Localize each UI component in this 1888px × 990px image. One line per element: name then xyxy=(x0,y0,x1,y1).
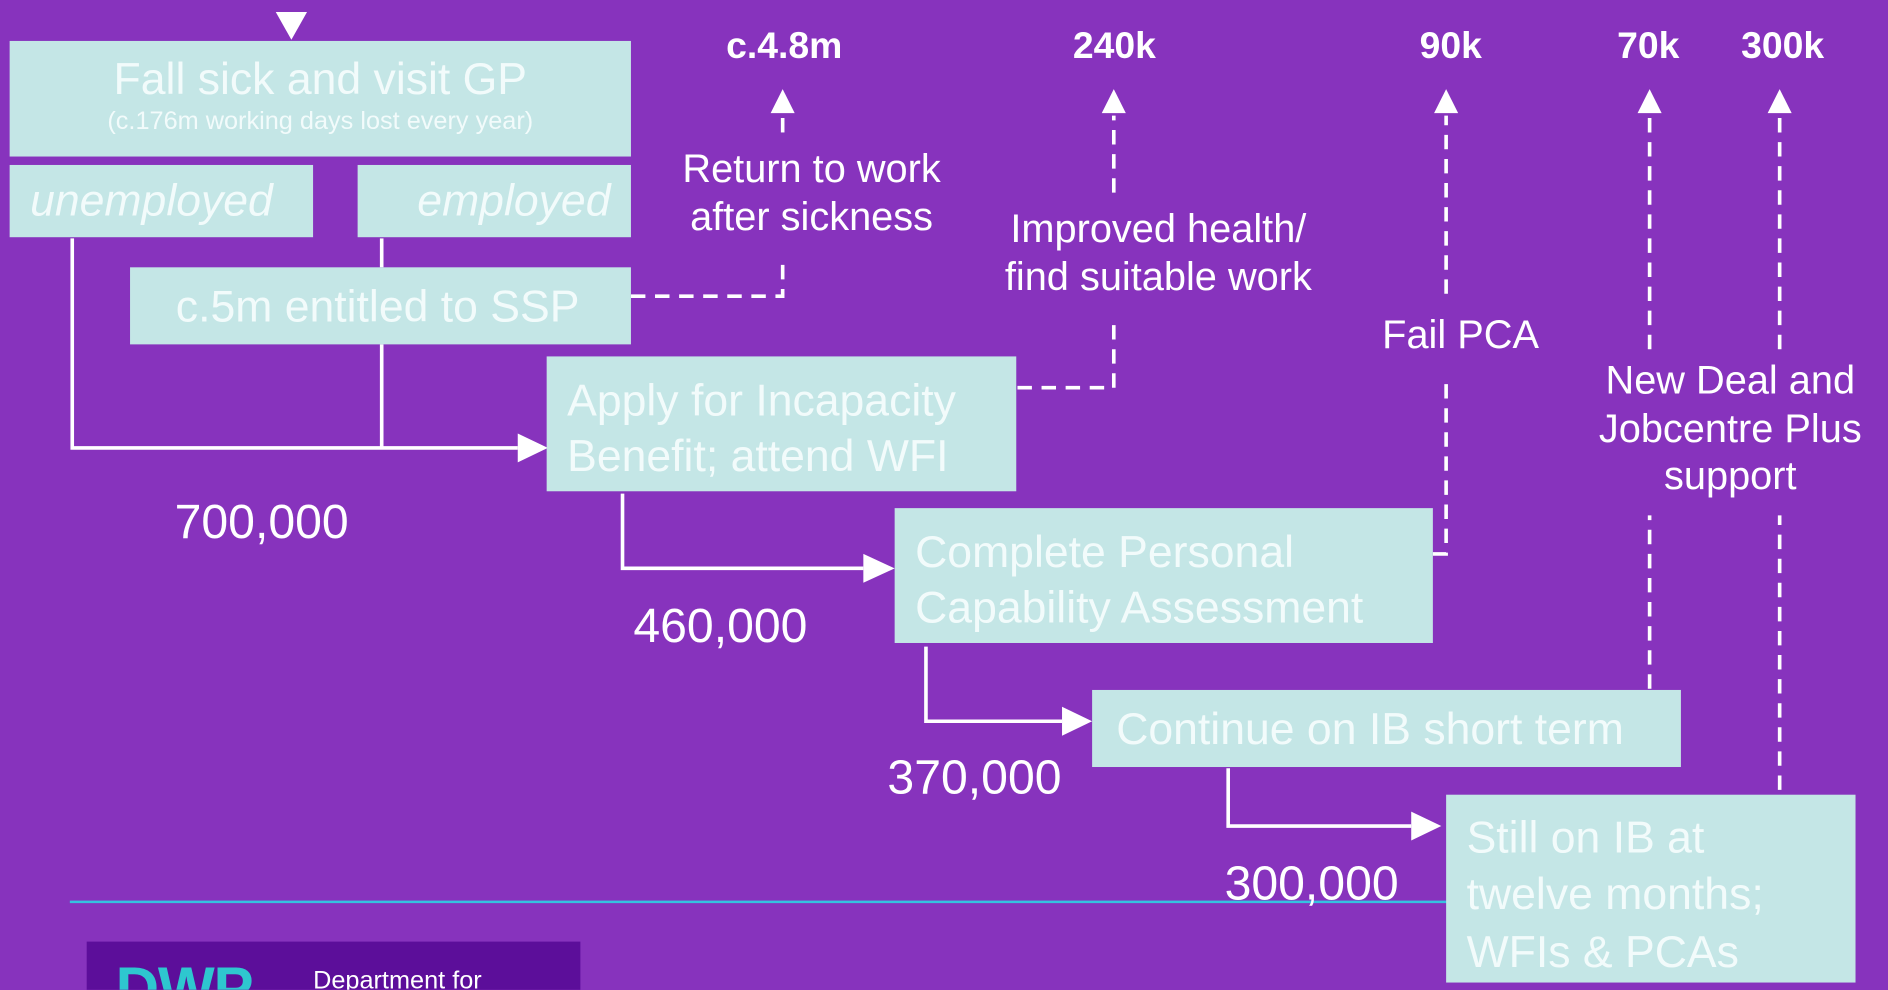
arrowhead-to-short-term xyxy=(1062,706,1093,736)
fall-sick-box: Fall sick and visit GP (c.176m working d… xyxy=(9,40,631,157)
short-term-to-twelve-months-line xyxy=(1226,768,1412,828)
stat-improved-health: 240k xyxy=(1072,24,1156,67)
pca-box: Complete Personal Capability Assessment xyxy=(894,508,1433,643)
new-deal-line-2: Jobcentre Plus xyxy=(1598,405,1862,450)
up-arrow-return-to-work xyxy=(770,89,795,114)
return-to-work-label: Return to work after sickness xyxy=(655,144,968,239)
ib-short-term-label: Continue on IB short term xyxy=(1116,704,1624,754)
pca-line-2: Capability Assessment xyxy=(915,583,1364,633)
return-to-work-line-2: after sickness xyxy=(690,193,934,238)
employed-label: employed xyxy=(417,175,611,226)
stat-fail-pca: 90k xyxy=(1419,24,1482,67)
new-deal-label: New Deal and Jobcentre Plus support xyxy=(1580,356,1881,499)
arrowhead-to-apply-ib xyxy=(517,433,548,463)
fall-sick-note: (c.176m working days lost every year) xyxy=(107,106,534,135)
stat-new-deal: 70k xyxy=(1617,24,1680,67)
count-370000: 370,000 xyxy=(887,751,1062,805)
wfi-to-pca-line xyxy=(620,493,864,571)
return-to-work-line-1: Return to work xyxy=(682,145,941,191)
fall-sick-title: Fall sick and visit GP xyxy=(113,54,528,104)
department-label: Department for xyxy=(313,966,482,990)
ib-twelve-months-line-1: Still on IB at xyxy=(1466,812,1705,863)
arrowhead-to-twelve-months xyxy=(1411,811,1442,841)
count-300000: 300,000 xyxy=(1224,857,1399,911)
up-arrow-fail-pca xyxy=(1434,89,1459,114)
up-arrow-new-deal xyxy=(1637,89,1662,114)
new-deal-line-1: New Deal and xyxy=(1605,357,1856,403)
arrowhead-to-pca xyxy=(863,553,895,583)
count-460000: 460,000 xyxy=(633,599,808,653)
ssp-label: c.5m entitled to SSP xyxy=(175,281,580,332)
improved-health-line-2: find suitable work xyxy=(1004,253,1312,299)
improved-health-label: Improved health/ find suitable work xyxy=(978,205,1339,300)
dwp-logo: DWP xyxy=(115,954,254,990)
pca-to-short-term-line xyxy=(924,646,1063,724)
ib-twelve-months-box: Still on IB at twelve months; WFIs & PCA… xyxy=(1446,794,1856,983)
stat-return-to-work: c.4.8m xyxy=(726,24,843,67)
pca-line-1: Complete Personal xyxy=(915,527,1295,577)
improved-health-line-1: Improved health/ xyxy=(1010,205,1307,251)
ssp-box: c.5m entitled to SSP xyxy=(130,267,631,345)
unemployed-box: unemployed xyxy=(9,164,314,238)
ssp-exit-dashed-line xyxy=(630,255,785,299)
apply-ib-line-2: Benefit; attend WFI xyxy=(567,431,949,481)
ib-twelve-months-line-3: WFIs & PCAs xyxy=(1466,926,1739,977)
incoming-arrow xyxy=(275,12,308,40)
new-deal-line-3: support xyxy=(1664,452,1797,498)
up-arrow-twelve-months xyxy=(1767,89,1792,114)
stat-twelve-months: 300k xyxy=(1741,24,1825,67)
up-arrow-improved-health xyxy=(1101,89,1126,114)
pca-exit-dashed-line xyxy=(1432,375,1448,556)
apply-ib-box: Apply for Incapacity Benefit; attend WFI xyxy=(546,356,1017,492)
unemployed-flow-line xyxy=(70,238,518,450)
fail-pca-label: Fail PCA xyxy=(1382,311,1539,357)
ib-twelve-months-line-2: twelve months; xyxy=(1466,869,1764,920)
employed-box: employed xyxy=(357,164,631,238)
ib-exit-dashed-line xyxy=(1017,315,1116,390)
apply-ib-line-1: Apply for Incapacity xyxy=(567,375,956,426)
count-700000: 700,000 xyxy=(174,496,349,550)
unemployed-label: unemployed xyxy=(30,175,273,226)
ib-short-term-box: Continue on IB short term xyxy=(1092,689,1681,768)
